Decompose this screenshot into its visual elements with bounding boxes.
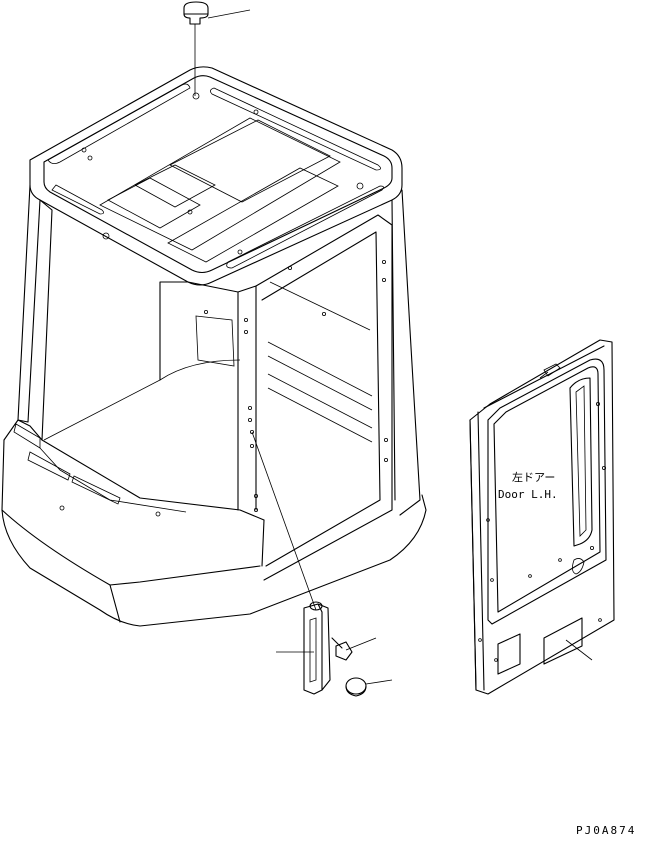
drawing-code: PJ0A874	[576, 824, 636, 837]
bolt-part	[331, 637, 353, 661]
leader-line-top-knob	[207, 9, 251, 19]
leader-line-cap	[365, 679, 393, 685]
leader-line-door-panel	[565, 639, 593, 661]
leader-line-bolt	[345, 637, 377, 651]
cab-frame	[1, 66, 427, 627]
top-knob-part	[183, 1, 209, 96]
cap-part	[345, 677, 367, 697]
hinge-bracket-part	[303, 601, 331, 695]
door-lh-part: 左ドアー Door L.H.	[469, 339, 615, 695]
door-label-english: Door L.H.	[498, 488, 558, 501]
door-label-japanese: 左ドアー	[512, 471, 555, 484]
leader-line-pillar-to-bracket	[251, 431, 317, 611]
